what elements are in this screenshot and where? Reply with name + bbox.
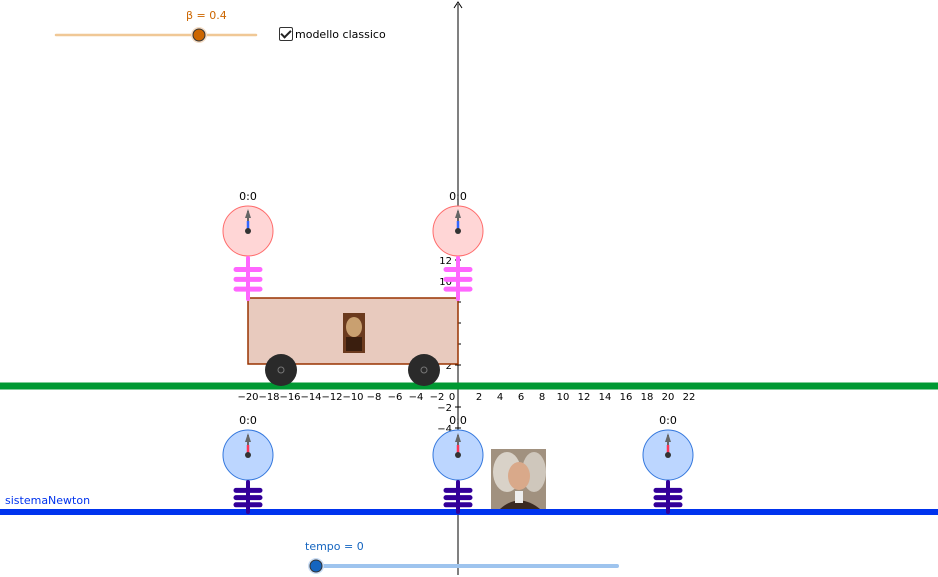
beta-slider[interactable]	[54, 27, 258, 43]
x-tick-label: 8	[539, 392, 545, 403]
x-tick-label: −10	[342, 392, 363, 403]
moving-clock[interactable]: 0:0	[432, 190, 484, 301]
moving-clock[interactable]: 0:0	[222, 190, 274, 301]
clock-hand-tip-icon	[665, 433, 671, 442]
checkbox-box[interactable]	[279, 27, 293, 41]
y-tick-label: 2	[446, 361, 452, 372]
x-tick-label: −2	[430, 392, 445, 403]
x-tick-label: 18	[641, 392, 654, 403]
clock-time-label: 0:0	[239, 190, 257, 203]
clock-hand-tip-icon	[455, 209, 461, 218]
x-tick-label: 4	[497, 392, 503, 403]
x-tick-label: 16	[620, 392, 633, 403]
clock-time-label: 0:0	[659, 414, 677, 427]
beta-slider-knob[interactable]	[192, 28, 206, 42]
tempo-slider[interactable]	[308, 558, 619, 574]
tempo-slider-knob[interactable]	[309, 559, 323, 573]
x-tick-label: −8	[367, 392, 382, 403]
clock-center	[245, 452, 251, 458]
rest-clock[interactable]: 0:0	[432, 414, 484, 514]
wagon-wheel-right	[408, 354, 440, 386]
system-label: sistemaNewton	[5, 494, 90, 507]
newton-portrait	[491, 449, 546, 509]
clock-center	[455, 228, 461, 234]
x-tick-label: 2	[476, 392, 482, 403]
rest-clock[interactable]: 0:0	[222, 414, 274, 514]
clock-spring	[653, 480, 683, 514]
y-tick-label: 10	[439, 277, 452, 288]
clock-spring	[443, 480, 473, 514]
clock-hand-tip-icon	[245, 209, 251, 218]
modello-classico-checkbox[interactable]: modello classico	[279, 27, 386, 41]
x-tick-label: 20	[662, 392, 675, 403]
checkbox-label: modello classico	[295, 27, 386, 41]
y-axis-arrow-icon	[453, 1, 463, 9]
x-tick-label: −20	[237, 392, 258, 403]
wagon-wheel-left	[265, 354, 297, 386]
x-tick-label: 10	[557, 392, 570, 403]
clock-time-label: 0:0	[239, 414, 257, 427]
tempo-slider-label: tempo = 0	[305, 540, 364, 553]
x-tick-label: 12	[578, 392, 591, 403]
beta-slider-label: β = 0.4	[186, 9, 227, 22]
x-tick-label: −14	[300, 392, 321, 403]
y-tick-label: −2	[437, 403, 452, 414]
x-tick-label: −12	[321, 392, 342, 403]
x-tick-label: −16	[279, 392, 300, 403]
clock-center	[245, 228, 251, 234]
wagon-passenger-portrait	[343, 313, 365, 353]
clock-center	[455, 452, 461, 458]
x-tick-label: −4	[409, 392, 424, 403]
rest-clocks: 0:0 0:0 0:0	[222, 414, 694, 514]
x-tick-label: 6	[518, 392, 524, 403]
x-tick-label: −18	[258, 392, 279, 403]
y-tick-label: 12	[439, 256, 452, 267]
x-tick-label: 0	[449, 392, 455, 403]
clock-spring	[233, 480, 263, 514]
clock-spring	[233, 256, 263, 301]
moving-clocks: 0:0 0:0	[222, 190, 484, 301]
clock-center	[665, 452, 671, 458]
y-tick-label: −4	[437, 424, 452, 435]
x-tick-label: −6	[388, 392, 403, 403]
x-tick-label: 22	[683, 392, 696, 403]
x-tick-label: 14	[599, 392, 612, 403]
wagon[interactable]	[247, 297, 459, 386]
clock-time-label: 0:0	[449, 414, 467, 427]
clock-hand-tip-icon	[455, 433, 461, 442]
clock-time-label: 0:0	[449, 190, 467, 203]
clock-hand-tip-icon	[245, 433, 251, 442]
rest-clock[interactable]: 0:0	[642, 414, 694, 514]
clock-spring	[443, 256, 473, 301]
